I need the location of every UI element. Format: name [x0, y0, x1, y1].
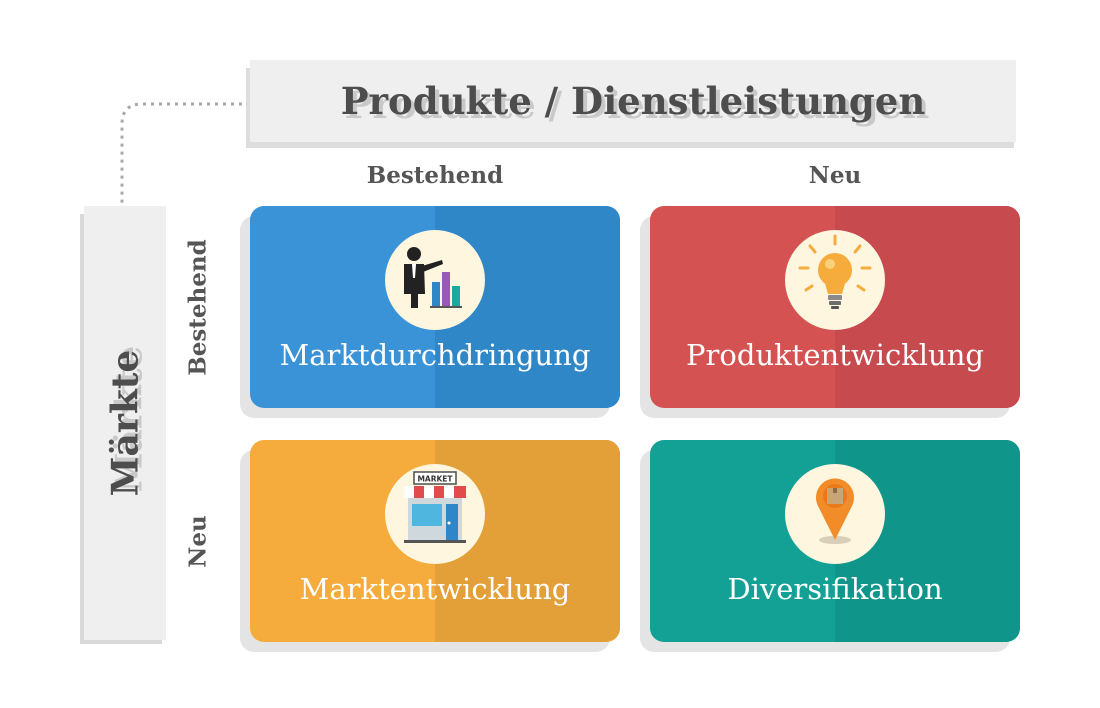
location-pin-icon — [816, 478, 854, 544]
card-diversification[interactable]: Diversifikation — [650, 440, 1020, 642]
side-title: Märkte — [104, 349, 146, 497]
side-title-wrapper: Märkte — [84, 206, 166, 640]
shop-sign-text: MARKET — [417, 475, 453, 484]
row-heading-new: Neu — [184, 514, 212, 568]
lightbulb-icon — [798, 234, 872, 309]
icon-badge — [385, 230, 485, 330]
row-heading-existing: Bestehend — [184, 238, 212, 376]
card-label: Marktentwicklung — [299, 572, 571, 606]
column-heading-existing: Bestehend — [366, 162, 504, 189]
card-label: Diversifikation — [727, 572, 943, 606]
side-band — [84, 206, 166, 640]
card-market-development[interactable]: MARKET Marktentwicklung — [250, 440, 620, 642]
card-label: Produktentwicklung — [686, 338, 984, 372]
row-heading-new-wrapper: Neu — [178, 440, 218, 642]
header-title: Produkte / Dienstleistungen — [340, 79, 926, 123]
card-label: Marktdurchdringung — [279, 338, 591, 372]
market-shop-icon: MARKET — [404, 471, 466, 543]
card-product-development[interactable]: Produktentwicklung — [650, 206, 1020, 408]
header-band — [250, 60, 1016, 142]
presenter-chart-icon — [404, 247, 462, 308]
column-heading-new: Neu — [808, 162, 862, 189]
row-heading-existing-wrapper: Bestehend — [178, 206, 218, 408]
card-market-penetration[interactable]: Marktdurchdringung — [250, 206, 620, 408]
